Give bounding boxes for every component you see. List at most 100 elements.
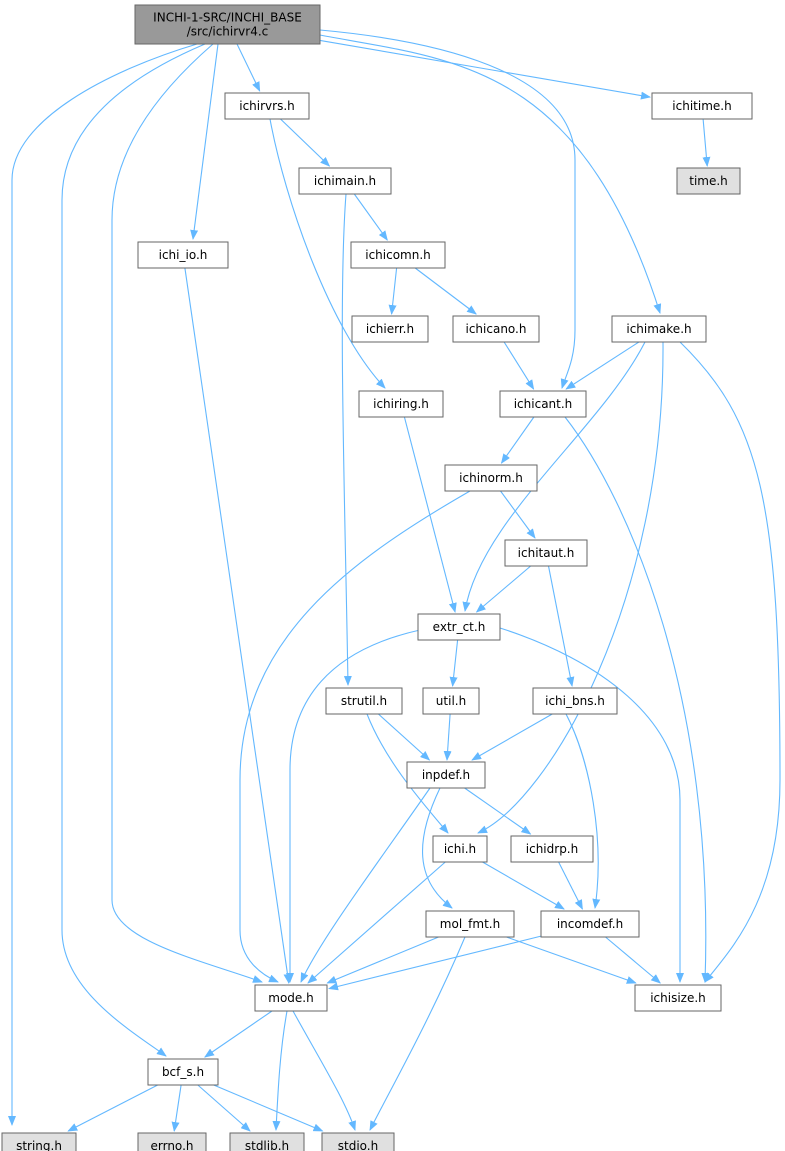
edge-mol_fmt-to-stdioh [369,936,466,1131]
node-box-ichi_bns [532,687,618,715]
node-box-bcf_s [147,1058,219,1086]
edge-ichitime-to-timeh [702,118,711,167]
node-root[interactable]: INCHI-1-SRC/INCHI_BASE/src/ichirvr4.c [134,4,321,45]
edge-ichinorm-to-ichitaut [500,490,536,539]
node-incomdef[interactable]: incomdef.h [540,910,640,938]
node-box-incomdef [540,910,640,938]
edge-ichitaut-to-extr_ct [475,565,532,613]
node-box-stringh [1,1132,77,1151]
node-errnoh: errno.h [137,1132,207,1151]
node-ichierr[interactable]: ichierr.h [351,315,429,343]
node-label-ichitime: ichitime.h [672,99,731,113]
node-label-util: util.h [436,694,466,708]
node-ichicant[interactable]: ichicant.h [499,390,587,418]
edge-ichicano-to-ichicant [503,341,535,390]
node-box-ichimake [611,315,707,343]
node-label-ichinorm: ichinorm.h [459,471,523,485]
node-box-ichiring [358,390,444,418]
node-box-strutil [325,687,403,715]
edge-bcf_s-to-errnoh [171,1084,182,1132]
node-ichirvrs[interactable]: ichirvrs.h [224,92,310,120]
node-ichisize[interactable]: ichisize.h [634,984,722,1012]
node-label-ichirvrs: ichirvrs.h [239,99,295,113]
node-timeh: time.h [676,167,741,195]
edge-root-to-mode [111,43,263,983]
node-label-ichitaut: ichitaut.h [518,546,575,560]
node-label-extr_ct: extr_ct.h [433,620,486,634]
edge-bcf_s-to-stdlibh [197,1084,251,1132]
node-box-stdioh [321,1132,395,1151]
node-box-ichirvrs [224,92,310,120]
node-box-ichi [432,835,488,863]
node-label-ichidrp: ichidrp.h [526,842,578,856]
node-label-ichiring: ichiring.h [373,397,429,411]
edge-ichi_io-to-mode [184,267,292,984]
node-ichimain[interactable]: ichimain.h [298,167,392,195]
node-ichicano[interactable]: ichicano.h [452,315,540,343]
node-extr_ct[interactable]: extr_ct.h [417,613,501,641]
edge-ichi_bns-to-inpdef [471,713,553,761]
node-label-timeh: time.h [689,174,728,188]
edge-ichinorm-to-mode [239,490,471,983]
node-ichimake[interactable]: ichimake.h [611,315,707,343]
node-ichitaut[interactable]: ichitaut.h [504,539,588,567]
edge-extr_ct-to-ichisize [499,627,684,983]
node-ichiring[interactable]: ichiring.h [358,390,444,418]
node-label-ichicano: ichicano.h [466,322,527,336]
edge-ichicant-to-ichisize [564,416,710,983]
node-box-ichinorm [444,464,538,492]
edge-extr_ct-to-util [449,639,459,687]
node-label-strutil: strutil.h [341,694,387,708]
edge-root-to-ichitime [319,39,651,100]
node-label-mol_fmt: mol_fmt.h [440,917,500,931]
node-stdioh: stdio.h [321,1132,395,1151]
edge-bcf_s-to-stringh [67,1084,158,1132]
edge-extr_ct-to-mode [286,629,421,983]
node-ichinorm[interactable]: ichinorm.h [444,464,538,492]
node-label-root-0: INCHI-1-SRC/INCHI_BASE [153,11,302,25]
node-box-ichitime [651,92,753,120]
edge-ichi_bns-to-incomdef [565,713,601,909]
node-box-ichierr [351,315,429,343]
edge-ichimake-to-ichicant [565,341,640,390]
node-bcf_s[interactable]: bcf_s.h [147,1058,219,1086]
node-label-stdlibh: stdlib.h [245,1139,289,1151]
node-box-root [134,4,321,45]
edges-layer [8,29,781,1132]
node-box-ichicomn [350,241,446,269]
node-box-mol_fmt [425,910,515,938]
node-ichi_io[interactable]: ichi_io.h [137,241,229,269]
node-label-bcf_s: bcf_s.h [162,1065,204,1079]
edge-mode-to-bcf_s [204,1010,273,1058]
node-ichidrp[interactable]: ichidrp.h [510,835,594,863]
edge-ichimake-to-ichisize [679,341,781,983]
node-ichicomn[interactable]: ichicomn.h [350,241,446,269]
edge-mode-to-stdioh [292,1010,356,1131]
edge-ichi-to-incomdef [482,861,565,910]
node-mol_fmt[interactable]: mol_fmt.h [425,910,515,938]
node-box-ichisize [634,984,722,1012]
edge-incomdef-to-ichisize [605,936,661,984]
node-box-ichi_io [137,241,229,269]
node-box-ichitaut [504,539,588,567]
node-strutil[interactable]: strutil.h [325,687,403,715]
node-ichi[interactable]: ichi.h [432,835,488,863]
node-label-ichicomn: ichicomn.h [365,248,431,262]
edge-ichicomn-to-ichicano [414,267,477,315]
node-box-stdlibh [229,1132,305,1151]
node-mode[interactable]: mode.h [254,984,328,1012]
node-util[interactable]: util.h [422,687,480,715]
node-label-stringh: string.h [16,1139,62,1151]
edge-ichidrp-to-incomdef [558,861,583,910]
node-stdlibh: stdlib.h [229,1132,305,1151]
node-ichitime[interactable]: ichitime.h [651,92,753,120]
edge-mol_fmt-to-mode [326,936,439,984]
edge-strutil-to-inpdef [378,713,431,761]
edge-bcf_s-to-stdioh [213,1084,324,1132]
node-label-ichimain: ichimain.h [314,174,376,188]
edge-root-to-ichirvrs [236,43,261,92]
node-inpdef[interactable]: inpdef.h [406,761,486,789]
node-label-ichisize: ichisize.h [650,991,706,1005]
node-ichi_bns[interactable]: ichi_bns.h [532,687,618,715]
